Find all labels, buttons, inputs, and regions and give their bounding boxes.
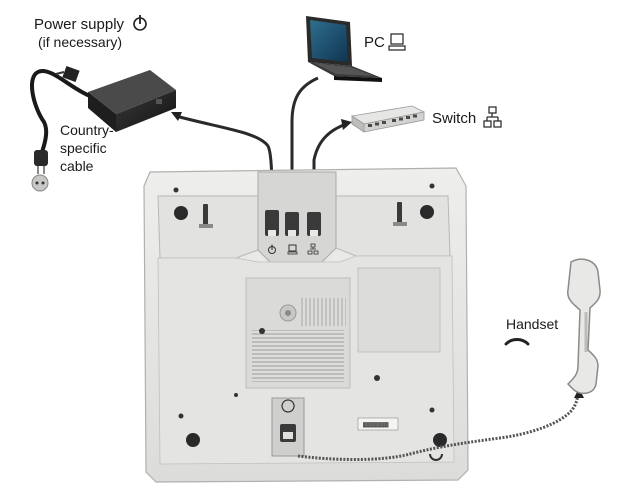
handset [566, 258, 601, 395]
power-supply-label: Power supply [34, 16, 125, 33]
power-supply-brick [88, 70, 176, 132]
vent-grille-small [300, 298, 346, 326]
plug-connector [55, 65, 80, 83]
country-cable-label-line3: cable [60, 158, 94, 174]
handset-port [280, 399, 296, 442]
wall-mount-slot [203, 204, 208, 226]
power-supply-note-label: (if necessary) [38, 34, 123, 50]
country-cable-label-line2: specific [60, 140, 107, 156]
device-sticker-text: ▓▓▓▓▓▓▓ [363, 421, 389, 428]
mains-plug [34, 150, 48, 174]
phone-base: ▓▓▓▓▓▓▓ [143, 167, 469, 483]
country-cable [29, 69, 91, 153]
handset-cord [297, 387, 580, 461]
pc-icon [388, 33, 406, 51]
port-pc-icon [287, 244, 298, 255]
device-sticker [357, 417, 399, 431]
power-cable-arrow [171, 112, 182, 121]
pc-cable [290, 76, 319, 212]
network-switch [350, 105, 426, 133]
switch-label: Switch [432, 110, 477, 127]
lan-cable [312, 122, 347, 212]
wall-mount-slot [397, 202, 402, 224]
rubber-foot [186, 433, 200, 447]
country-cable-label-line1: Country- [60, 122, 114, 138]
handset-cord-loop [429, 453, 443, 461]
rubber-foot [420, 205, 434, 219]
handset-icon [504, 338, 530, 346]
connector-ports [265, 210, 321, 236]
port-network-icon [307, 243, 319, 255]
vent-grille [252, 330, 344, 382]
laptop-pc [306, 16, 382, 82]
power-icon [133, 15, 147, 31]
pc-label: PC [364, 34, 385, 51]
handset-label: Handset [506, 316, 559, 332]
rubber-foot [433, 433, 447, 447]
network-icon [483, 106, 502, 128]
port-power-icon [268, 244, 276, 254]
rubber-foot [174, 206, 188, 220]
lan-cable-arrow [341, 119, 352, 130]
wall-socket-icon [31, 174, 49, 192]
